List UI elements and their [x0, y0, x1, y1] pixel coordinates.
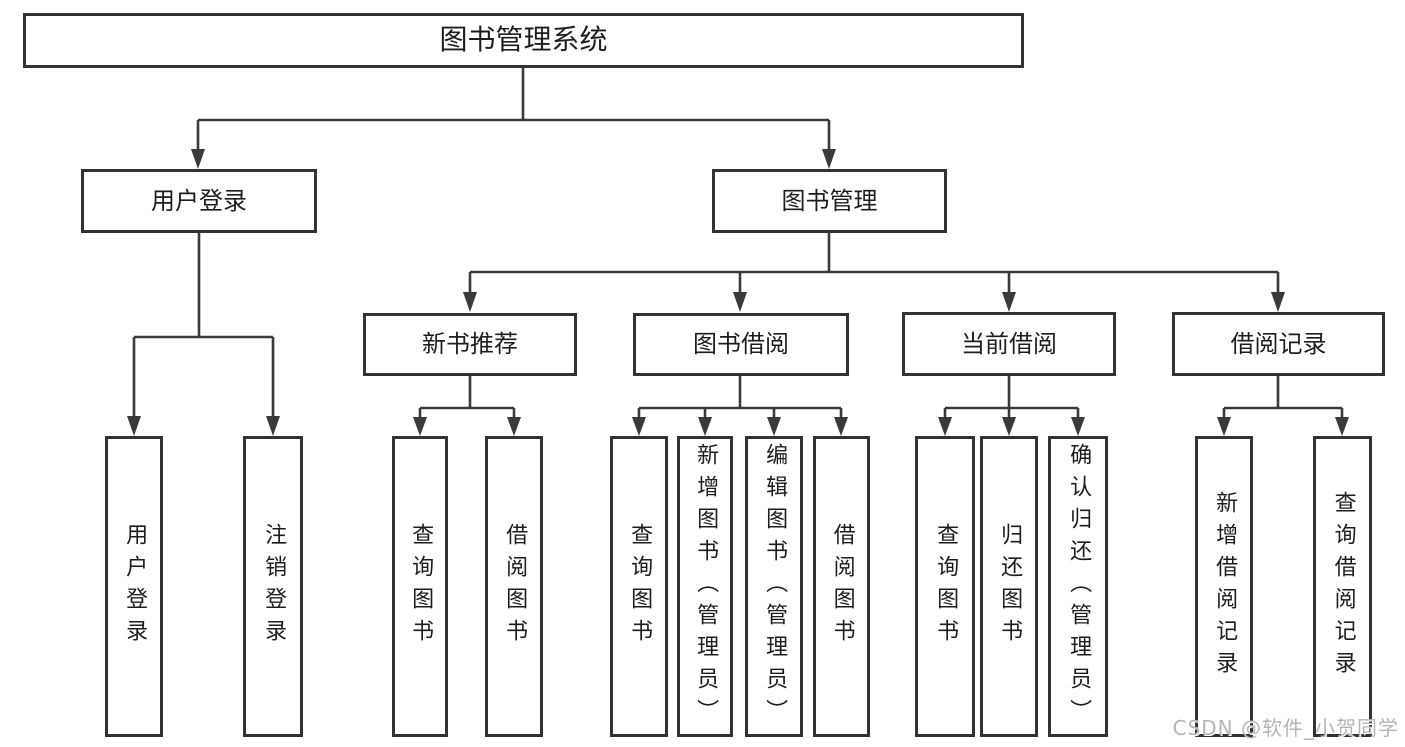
leaf-current-return-book: 归还图书: [980, 436, 1038, 737]
arrowhead-current-borrow: [1002, 292, 1016, 312]
leaf-recommend-borrow-book: 借阅图书: [485, 436, 543, 737]
connector-recommend-children: [418, 376, 516, 419]
node-new-book-recommend: 新书推荐: [363, 313, 577, 376]
arrowhead-current-confirm: [1071, 417, 1085, 436]
arrowhead-borrow-add: [698, 417, 712, 436]
arrowhead-leaf-logout: [266, 416, 280, 436]
leaf-current-confirm-return-admin: 确认归还（管理员）: [1048, 436, 1108, 737]
connector-current-children: [943, 376, 1080, 419]
node-borrow-records: 借阅记录: [1172, 312, 1385, 376]
node-current-borrow: 当前借阅: [902, 312, 1116, 376]
arrowhead-current-query: [938, 417, 952, 436]
arrowhead-recommend-query: [413, 417, 427, 436]
leaf-logout-login: 注销登录: [243, 436, 303, 737]
leaf-borrow-add-book-admin: 新增图书（管理员）: [677, 436, 733, 737]
connector-root-to-level2: [196, 68, 831, 152]
connector-borrow-children: [637, 376, 843, 419]
csdn-watermark: CSDN @软件_小贺同学: [1172, 716, 1399, 740]
arrowhead-leaf-user-login: [127, 416, 141, 436]
connector-user-login-children: [132, 233, 275, 418]
arrowhead-borrow-borrow: [834, 417, 848, 436]
arrowhead-recommend-borrow: [507, 417, 521, 436]
node-book-borrow: 图书借阅: [633, 313, 849, 376]
leaf-borrow-edit-book-admin: 编辑图书（管理员）: [745, 436, 803, 737]
node-user-login: 用户登录: [81, 169, 317, 233]
leaf-borrow-borrow-book: 借阅图书: [813, 436, 870, 737]
leaf-recommend-query-book: 查询图书: [392, 436, 448, 737]
arrowhead-book-management: [822, 149, 836, 169]
arrowhead-records-query: [1335, 417, 1349, 436]
arrowhead-borrow-query: [632, 417, 646, 436]
arrowhead-user-login: [191, 149, 205, 169]
connector-records-children: [1222, 376, 1344, 419]
arrowhead-records-add: [1217, 417, 1231, 436]
arrowhead-current-return: [1002, 417, 1016, 436]
node-book-management: 图书管理: [712, 169, 947, 233]
connector-paths: [132, 68, 1344, 419]
leaf-records-query-record: 查询借阅记录: [1313, 436, 1372, 737]
arrowhead-borrow-edit: [767, 417, 781, 436]
leaf-current-query-book: 查询图书: [915, 436, 975, 737]
arrowheads: [127, 149, 1349, 436]
arrowhead-borrow-records: [1271, 292, 1285, 312]
leaf-borrow-query-book: 查询图书: [610, 436, 668, 737]
arrowhead-book-borrow: [733, 292, 747, 312]
leaf-user-login: 用户登录: [105, 436, 163, 737]
leaf-records-add-record: 新增借阅记录: [1195, 436, 1253, 737]
node-root: 图书管理系统: [23, 13, 1024, 68]
connector-book-management-children: [468, 233, 1280, 294]
arrowhead-new-book-recommend: [463, 292, 477, 312]
